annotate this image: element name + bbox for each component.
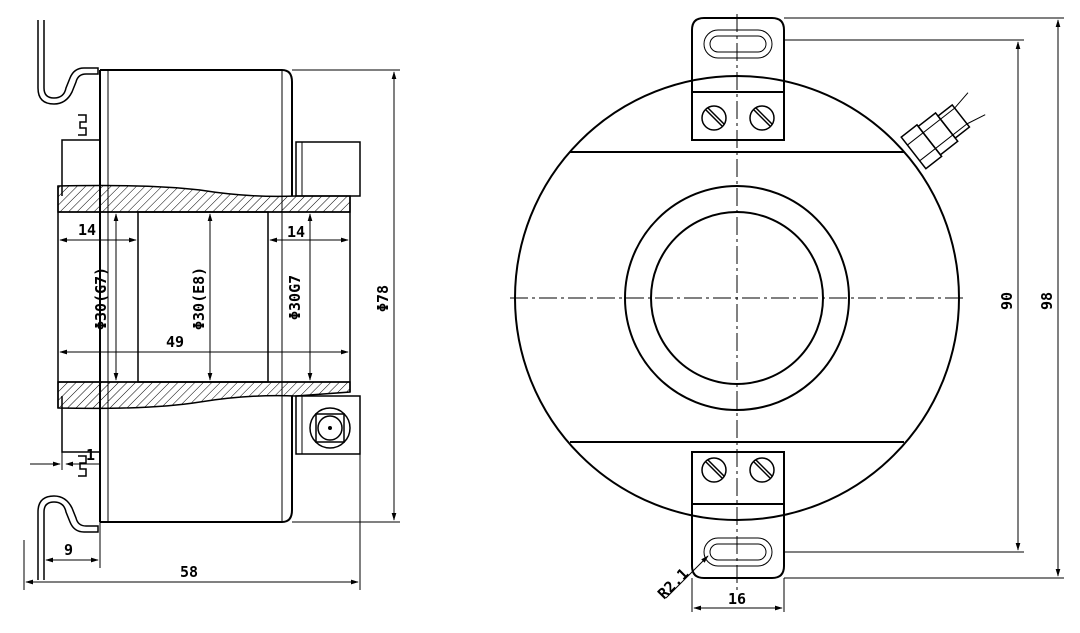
- dim-1: 1: [86, 446, 95, 464]
- set-screw: [309, 407, 351, 449]
- side-section-view: 14 14 49 Φ30(G7) Φ30(E8) Φ30G7 Φ78 1 9 5…: [23, 20, 400, 590]
- dim-14-left: 14: [78, 221, 96, 239]
- dim-16: 16: [728, 590, 746, 608]
- shaft-sleeve-bottom-hatch: [57, 381, 351, 410]
- top-clamp-tab: [691, 17, 785, 141]
- bottom-clip: [78, 455, 87, 477]
- middle-bore-section: [137, 211, 269, 383]
- top-clip: [78, 114, 87, 136]
- dim-58: 58: [180, 563, 198, 581]
- dim-49: 49: [166, 333, 184, 351]
- dim-phi30-g7: Φ30(G7): [92, 267, 110, 330]
- housing-bottom-edge: [100, 396, 293, 523]
- bottom-clamp-tab: [691, 451, 785, 579]
- dim-phi30g7: Φ30G7: [286, 275, 304, 320]
- housing-outline: [100, 69, 293, 196]
- top-bracket: [37, 20, 99, 105]
- dim-9: 9: [64, 541, 73, 559]
- left-flange-top: [61, 139, 100, 196]
- dim-14-right: 14: [287, 223, 305, 241]
- dim-phi30-e8: Φ30(E8): [190, 267, 208, 330]
- dim-r21: R2.1: [654, 565, 692, 603]
- top-cap: [295, 141, 361, 197]
- front-view: 90 98 16 R2.1: [510, 14, 1064, 612]
- dim-90: 90: [998, 292, 1016, 310]
- bore-outer-circle: [624, 185, 850, 411]
- shaft-sleeve-top-hatch: [57, 184, 351, 213]
- cable-gland: [900, 92, 986, 170]
- dim-98: 98: [1038, 292, 1056, 310]
- bottom-bracket: [37, 495, 99, 580]
- dim-phi78: Φ78: [374, 285, 392, 312]
- bottom-cap: [295, 395, 361, 455]
